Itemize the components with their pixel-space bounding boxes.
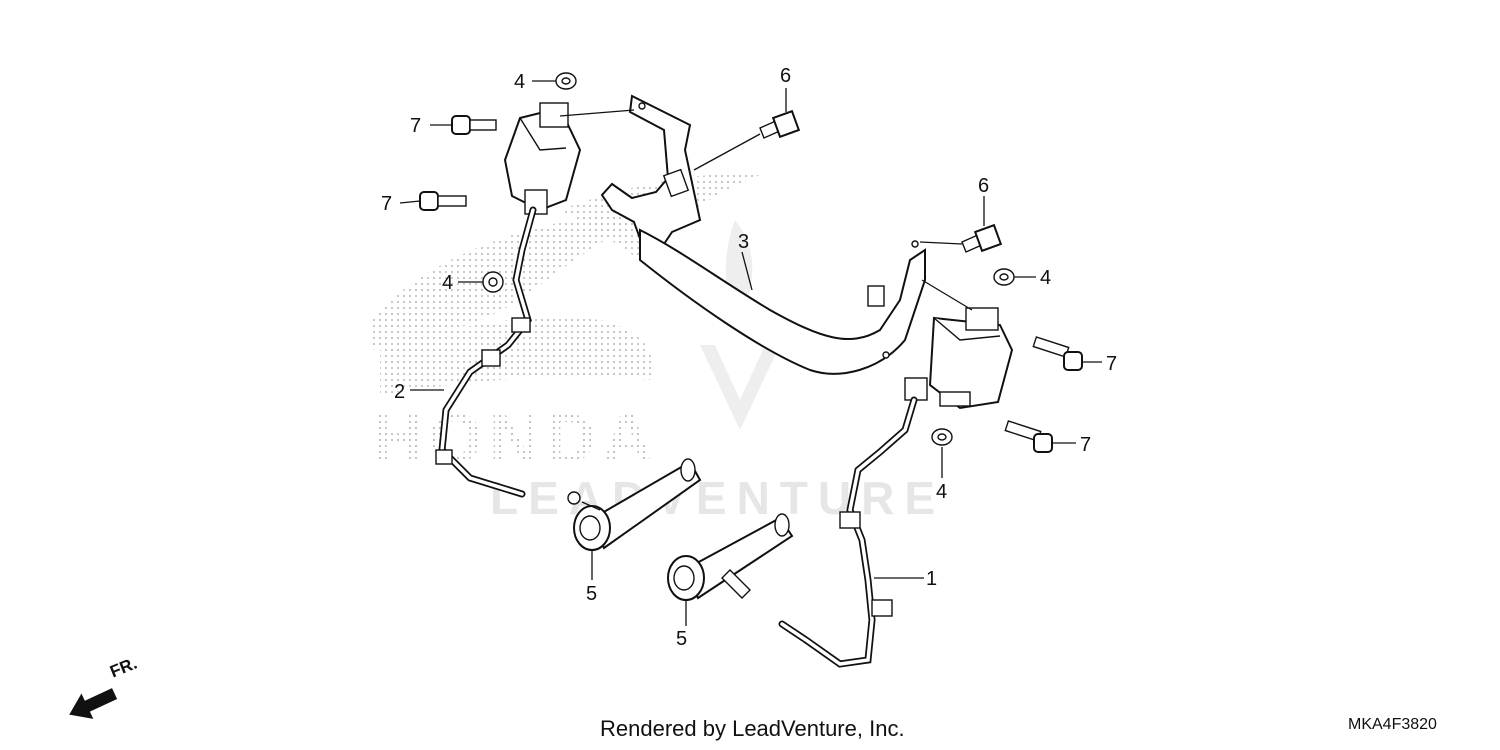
callout-6: 6 xyxy=(978,175,989,197)
bolt-part-6-upper[interactable] xyxy=(759,109,801,139)
ignition-coil-lower[interactable] xyxy=(904,307,1014,410)
honda-watermark-text: HONDA xyxy=(372,399,659,477)
callout-4: 4 xyxy=(442,272,453,294)
ignition-coil-upper[interactable] xyxy=(503,102,582,215)
callout-3: 3 xyxy=(738,231,749,253)
callout-4: 4 xyxy=(1040,267,1051,289)
callout-7: 7 xyxy=(1080,434,1091,456)
ignition-coil-bracket[interactable] xyxy=(600,94,926,375)
front-direction-arrow-icon xyxy=(69,688,118,719)
callout-4: 4 xyxy=(514,71,525,93)
callout-7: 7 xyxy=(410,115,421,137)
bolt-part-7-c[interactable] xyxy=(1032,336,1083,371)
clip-part-4-a[interactable] xyxy=(555,72,577,90)
leader-lines xyxy=(399,80,1102,626)
callout-5: 5 xyxy=(676,628,687,650)
callout-6: 6 xyxy=(780,65,791,87)
callout-5: 5 xyxy=(586,583,597,605)
callout-4: 4 xyxy=(936,481,947,503)
bolt-part-7-a[interactable] xyxy=(451,115,497,135)
callout-2: 2 xyxy=(394,381,405,403)
bolt-part-7-b[interactable] xyxy=(419,191,467,211)
bolt-part-6-lower[interactable] xyxy=(961,223,1003,253)
callout-1: 1 xyxy=(926,568,937,590)
footer-credit: Rendered by LeadVenture, Inc. xyxy=(600,716,905,741)
bolt-part-7-d[interactable] xyxy=(1004,420,1053,453)
callout-7: 7 xyxy=(1106,353,1117,375)
high-tension-cord-2[interactable] xyxy=(435,206,537,498)
clip-part-4-d[interactable] xyxy=(931,428,953,446)
diagram-code: MKA4F3820 xyxy=(1348,716,1437,733)
callout-7: 7 xyxy=(381,193,392,215)
clip-part-4-b[interactable] xyxy=(482,271,504,293)
callout-labels: 4 7 7 4 2 3 6 6 4 7 7 4 1 5 5 xyxy=(381,65,1117,650)
leadventure-watermark-text: LEADVENTURE xyxy=(490,472,945,524)
spark-plug-cap-left[interactable] xyxy=(567,458,702,551)
clip-part-4-c[interactable] xyxy=(993,268,1015,286)
high-tension-cord-1[interactable] xyxy=(778,396,918,668)
spark-plug-cap-right[interactable] xyxy=(667,513,794,601)
